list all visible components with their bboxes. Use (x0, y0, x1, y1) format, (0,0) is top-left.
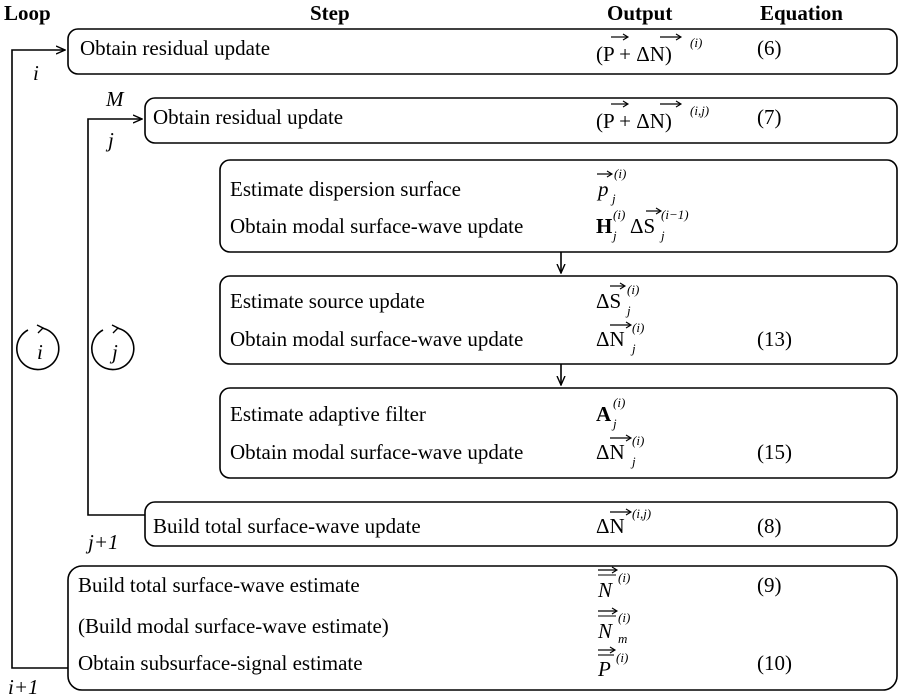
box-inner-residual (144, 97, 898, 144)
box-total-update (144, 501, 898, 547)
inner-next-label: j+1 (85, 530, 119, 554)
output-formula: ΔS j (i) (596, 282, 639, 318)
box-source (219, 275, 898, 365)
header-loop: Loop (4, 1, 51, 25)
svg-text:P: P (597, 657, 611, 681)
inner-loop-line (87, 119, 145, 516)
svg-text:N: N (597, 619, 613, 643)
svg-text:(i): (i) (613, 207, 625, 222)
svg-text:ΔN: ΔN (596, 514, 625, 538)
svg-text:(i): (i) (618, 570, 630, 585)
svg-text:j: j (611, 416, 617, 431)
svg-text:m: m (618, 631, 627, 646)
box-adaptive-filter (219, 387, 898, 479)
svg-text:j: j (625, 303, 631, 318)
svg-text:ΔN: ΔN (596, 440, 625, 464)
svg-text:(i): (i) (618, 610, 630, 625)
svg-text:ΔS: ΔS (630, 214, 655, 238)
inner-index-label: j (105, 128, 114, 152)
svg-text:(i): (i) (613, 395, 625, 410)
box-outer-residual (67, 28, 898, 75)
step-label: Obtain residual update (153, 105, 343, 129)
header-equation: Equation (760, 1, 843, 25)
step-label: Obtain subsurface-signal estimate (78, 651, 363, 675)
svg-text:j: j (610, 191, 616, 206)
svg-text:H: H (596, 214, 612, 238)
step-label: Estimate adaptive filter (230, 402, 426, 426)
output-formula: (P + ΔN) (i) (596, 33, 702, 66)
svg-text:(i−1): (i−1) (661, 207, 689, 222)
output-formula: H j (i) ΔS j (i−1) (596, 207, 689, 243)
svg-text:(P + ΔN): (P + ΔN) (596, 109, 672, 133)
step-label: Estimate source update (230, 289, 425, 313)
equation-number: (7) (757, 105, 782, 129)
svg-text:(i,j): (i,j) (690, 103, 709, 118)
svg-text:ΔN: ΔN (596, 327, 625, 351)
svg-text:N: N (597, 578, 613, 602)
output-formula: p j (i) (596, 166, 626, 206)
step-label: Obtain modal surface-wave update (230, 440, 523, 464)
step-label: (Build modal surface-wave estimate) (78, 614, 389, 638)
output-formula: ΔN j (i) (596, 433, 644, 469)
equation-number: (10) (757, 651, 792, 675)
svg-text:j: j (630, 341, 636, 356)
svg-text:j: j (630, 454, 636, 469)
inner-cycle-icon: j (90, 324, 135, 371)
svg-text:(i): (i) (632, 320, 644, 335)
outer-cycle-icon: i (15, 324, 60, 371)
step-label: Build total surface-wave estimate (78, 573, 360, 597)
output-formula: ΔN (i,j) (596, 506, 651, 538)
step-label: Estimate dispersion surface (230, 177, 461, 201)
svg-text:(i): (i) (614, 166, 626, 181)
output-formula: A j (i) (596, 395, 625, 431)
header-output: Output (607, 1, 672, 25)
equation-number: (6) (757, 36, 782, 60)
svg-text:A: A (596, 402, 612, 426)
svg-text:(P + ΔN): (P + ΔN) (596, 42, 672, 66)
svg-text:j: j (659, 228, 665, 243)
output-formula: P (i) (597, 646, 628, 681)
svg-text:(i,j): (i,j) (632, 506, 651, 521)
step-label: Obtain modal surface-wave update (230, 327, 523, 351)
box-dispersion (219, 159, 898, 253)
outer-index-label: i (33, 61, 39, 85)
output-formula: (P + ΔN) (i,j) (596, 100, 709, 133)
outer-loop-line (11, 50, 68, 669)
step-label: Build total surface-wave update (153, 514, 421, 538)
box-final-estimates (67, 565, 898, 691)
svg-text:(i): (i) (632, 433, 644, 448)
svg-text:j: j (611, 228, 617, 243)
equation-number: (9) (757, 573, 782, 597)
outer-cycle-label: i (37, 340, 43, 364)
svg-text:ΔS: ΔS (596, 289, 621, 313)
output-formula: N (i) (597, 566, 630, 602)
header-step: Step (310, 1, 350, 25)
svg-text:p: p (596, 177, 609, 201)
step-label: Obtain residual update (80, 36, 270, 60)
output-formula: ΔN j (i) (596, 320, 644, 356)
svg-text:(i): (i) (690, 35, 702, 50)
equation-number: (13) (757, 327, 792, 351)
outer-next-label: i+1 (8, 675, 39, 698)
equation-number: (8) (757, 514, 782, 538)
inner-limit-label: M (105, 87, 125, 111)
inner-cycle-label: j (109, 340, 118, 364)
equation-number: (15) (757, 440, 792, 464)
output-formula: N m (i) (597, 607, 630, 646)
step-label: Obtain modal surface-wave update (230, 214, 523, 238)
svg-text:(i): (i) (627, 282, 639, 297)
svg-text:(i): (i) (616, 650, 628, 665)
